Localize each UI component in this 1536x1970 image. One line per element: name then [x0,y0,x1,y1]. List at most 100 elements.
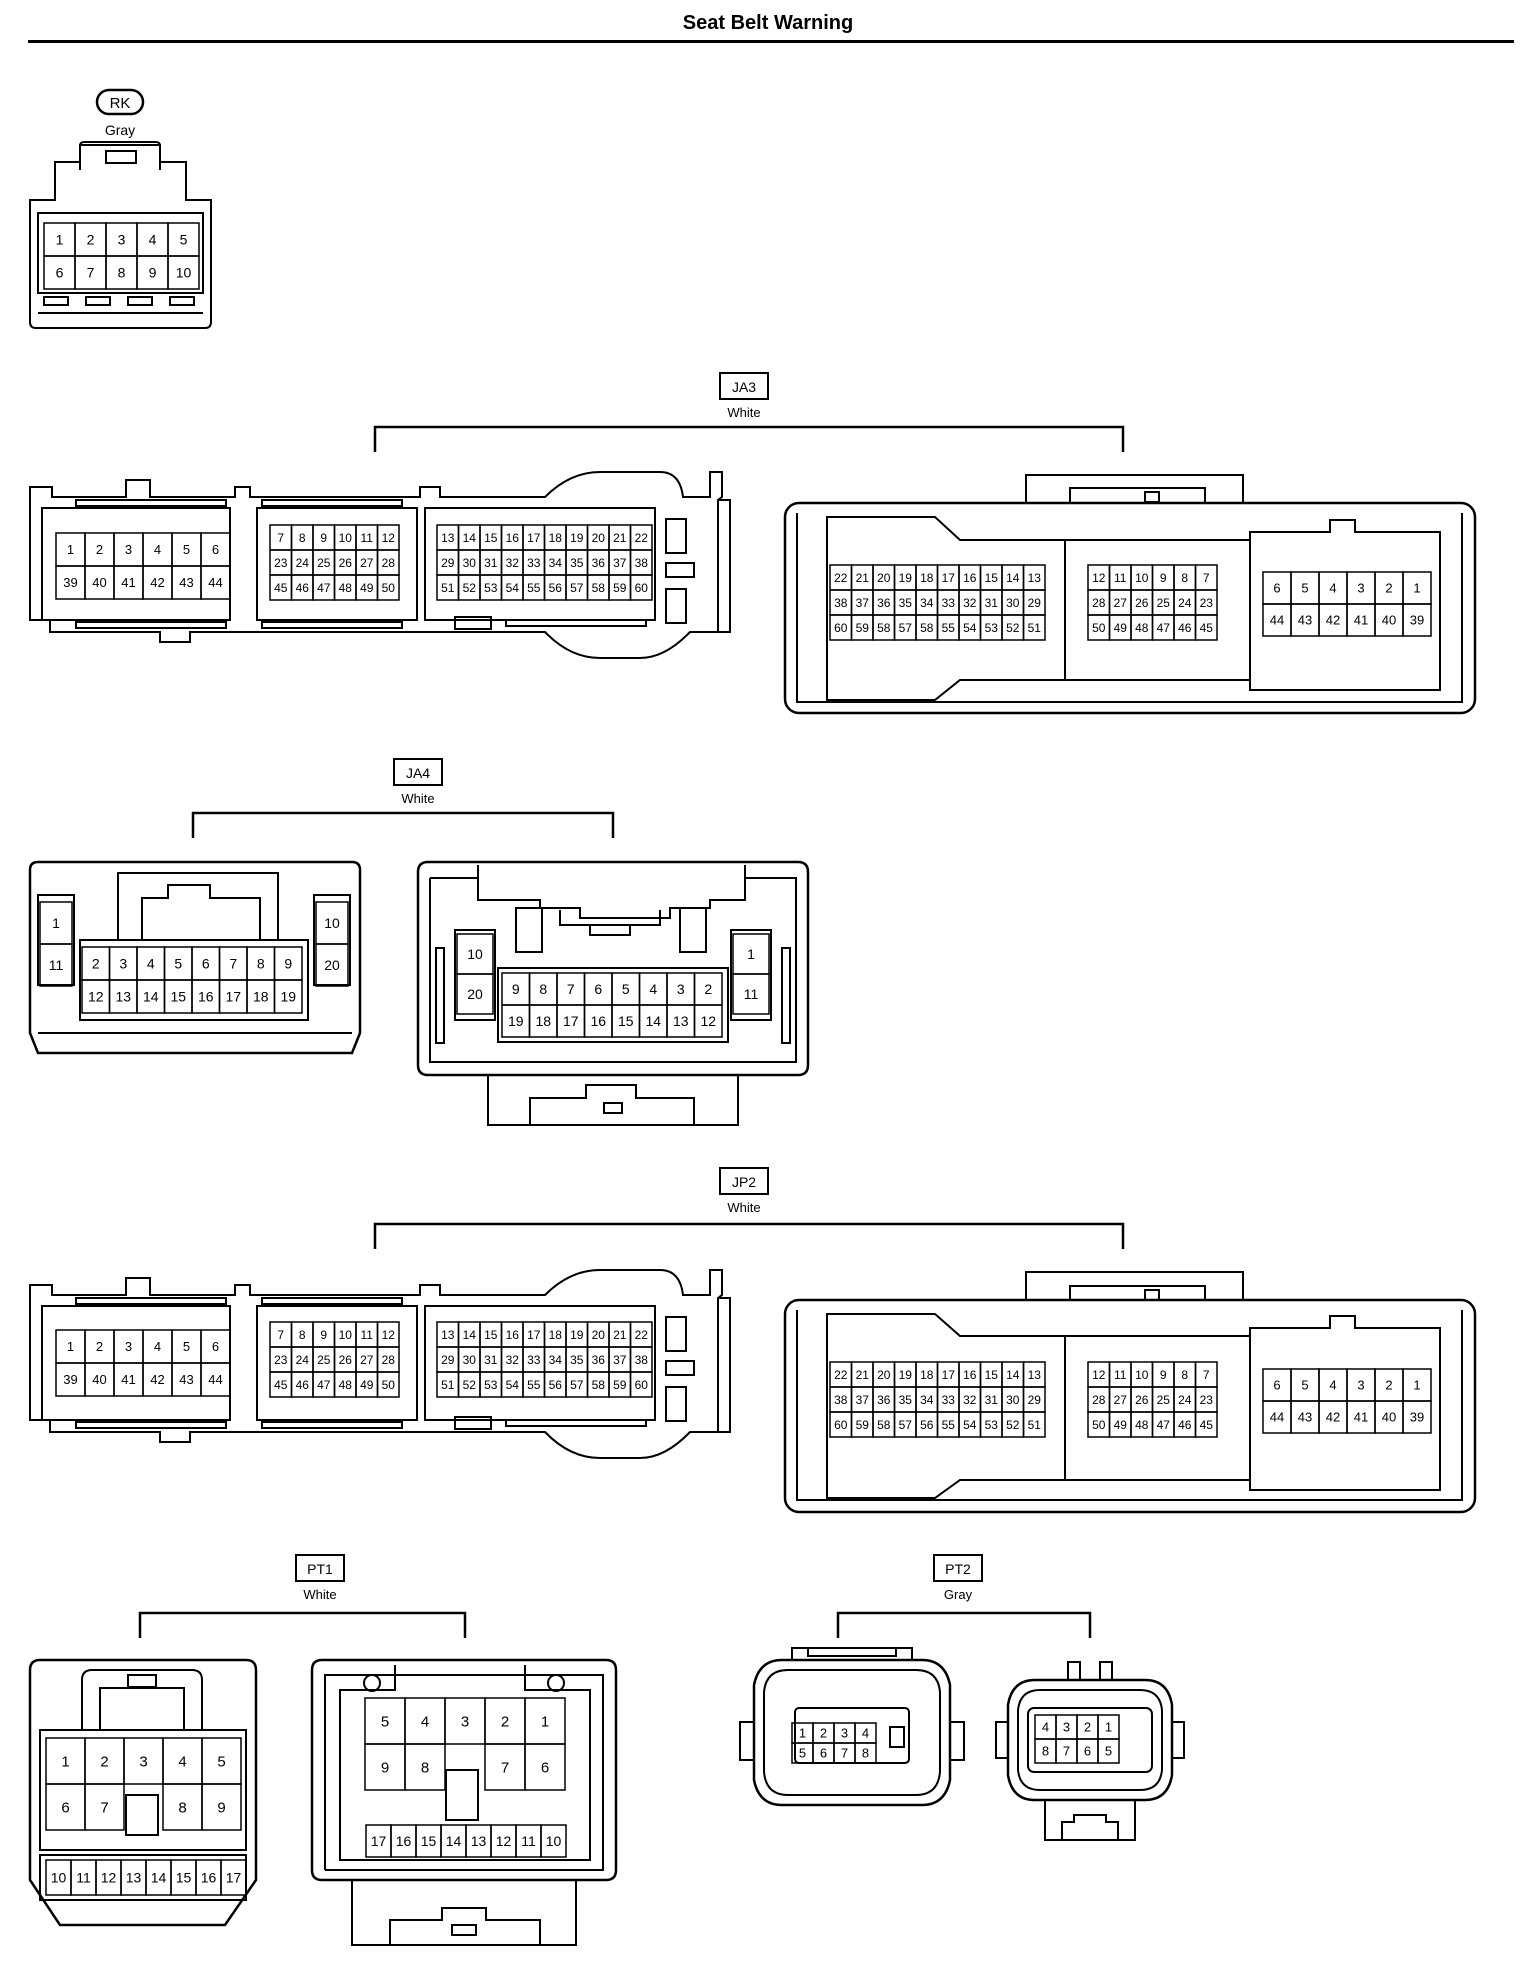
terminal-number: 13 [673,1013,689,1029]
terminal-number: 1 [56,232,64,248]
ja4-b-side-cavity [730,929,772,1021]
terminal-number: 10 [467,946,483,962]
pt1-b-cavity [339,1674,591,1861]
terminal-number: 49 [360,1378,374,1392]
terminal-number: 18 [253,989,269,1005]
terminal-number: 14 [463,1328,477,1342]
terminal-number: 29 [1028,1393,1042,1407]
terminal-number: 2 [820,1726,827,1741]
terminal-number: 9 [217,1799,225,1816]
terminal-cell [200,565,231,600]
terminal-number: 34 [549,556,563,570]
jp2-a-side-rail [718,1297,731,1433]
terminal-number: 15 [484,531,498,545]
terminal-number: 58 [877,1418,891,1432]
pt2-a-key [889,1726,905,1748]
ja4-code-box [393,758,443,786]
terminal-number: 9 [320,1328,327,1342]
jp2-a-housing [29,1269,723,1459]
terminal-number: 27 [1114,596,1128,610]
terminal-number: 5 [174,956,182,972]
terminal-number: 22 [834,1368,848,1382]
title-rule [28,40,1514,43]
terminal-number: 9 [149,265,157,281]
terminal-number: 43 [179,575,193,590]
terminal-number: 16 [198,989,214,1005]
terminal-number: 3 [119,956,127,972]
terminal-number: 17 [527,1328,541,1342]
terminal-number: 9 [512,981,520,997]
ja3-a-lock [665,518,687,554]
terminal-number: 2 [100,1753,108,1770]
terminal-number: 50 [382,1378,396,1392]
terminal-number: 35 [899,1393,913,1407]
pt1-code: PT1 [307,1561,333,1577]
terminal-number: 32 [963,596,977,610]
pt2-a-side-lug [739,1721,754,1761]
jp2-b-top-notch [1144,1289,1160,1301]
terminal-cell [540,1824,567,1858]
terminal-number: 54 [963,621,977,635]
jp2-a-rib [261,1421,403,1429]
terminal-cell [273,979,303,1014]
terminal-number: 51 [1028,621,1042,635]
terminal-number: 55 [942,1418,956,1432]
terminal-number: 11 [1114,1368,1127,1382]
terminal-number: 17 [942,571,956,585]
terminal-number: 52 [463,581,477,595]
terminal-cell [167,255,200,290]
terminal-number: 28 [1092,596,1106,610]
terminal-number: 38 [635,556,649,570]
ja3-a-lock [665,588,687,624]
pt2-b-side-lug [1172,1721,1185,1759]
terminal-cell [1022,614,1046,641]
terminal-number: 21 [613,1328,627,1342]
terminal-number: 2 [96,1339,103,1354]
ja3-a-lock [665,562,695,578]
terminal-number: 25 [1157,1393,1171,1407]
terminal-number: 45 [274,581,288,595]
terminal-number: 2 [501,1713,509,1730]
terminal-number: 17 [226,1870,242,1886]
terminal-number: 7 [277,1328,284,1342]
terminal-number: 25 [317,1353,331,1367]
terminal-number: 2 [87,232,95,248]
terminal-number: 48 [339,1378,353,1392]
terminal-number: 12 [1092,1368,1106,1382]
ja4-b-cavity [497,967,729,1043]
terminal-number: 58 [877,621,891,635]
terminal-number: 7 [229,956,237,972]
terminal-number: 30 [1006,596,1020,610]
terminal-number: 6 [1273,1378,1280,1393]
terminal-number: 34 [549,1353,563,1367]
terminal-number: 37 [613,1353,627,1367]
terminal-number: 55 [527,581,541,595]
terminal-number: 40 [1382,613,1396,628]
terminal-cell [732,973,770,1015]
jp2-a-rib [75,1297,227,1305]
terminal-number: 4 [862,1726,869,1741]
ja4-code: JA4 [406,765,430,781]
terminal-number: 29 [441,1353,455,1367]
terminal-number: 18 [549,531,563,545]
ja4-b-bottom-notch [603,1102,623,1114]
terminal-number: 13 [441,531,455,545]
terminal-number: 19 [508,1013,524,1029]
terminal-number: 35 [570,1353,584,1367]
terminal-number: 24 [296,556,310,570]
ja4-b-housing [416,860,810,1077]
pt1-color: White [303,1587,336,1602]
terminal-number: 49 [360,581,374,595]
jp2-a-rib [505,1419,647,1427]
rk-cavity [37,212,204,294]
terminal-number: 59 [856,621,870,635]
terminal-number: 23 [1200,1393,1214,1407]
ja3-a-rib [75,621,227,629]
